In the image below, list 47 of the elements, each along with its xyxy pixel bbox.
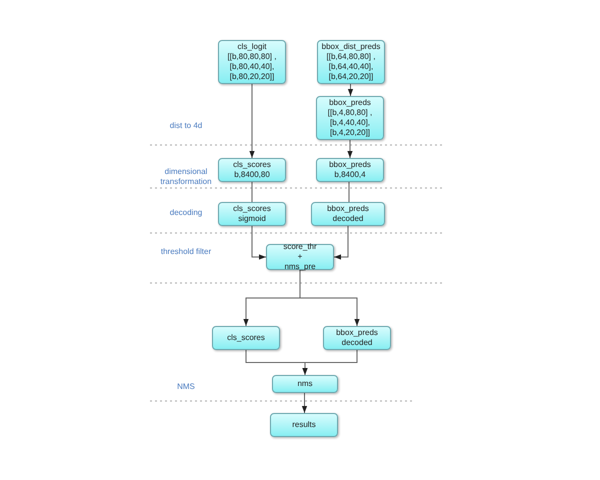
node-text: cls_scores	[233, 160, 271, 170]
node-text: sigmoid	[238, 214, 266, 224]
node-text: b,8400,4	[334, 170, 366, 180]
process-box	[212, 326, 280, 350]
arrow	[300, 270, 360, 326]
arrow	[252, 226, 266, 260]
process-box	[218, 202, 286, 226]
process-box	[270, 413, 338, 437]
arrow	[249, 84, 255, 158]
node-text: score_thr	[283, 242, 317, 252]
stage-label: dist to 4d	[168, 121, 204, 131]
node-text: nms_pre	[284, 262, 316, 272]
node-text: +	[298, 252, 302, 262]
node-text: nms	[297, 379, 313, 389]
process-box	[218, 40, 286, 84]
stage-label: decoding	[168, 208, 204, 218]
process-box	[266, 244, 334, 270]
process-box	[311, 202, 385, 226]
node-text: b,8400,80	[234, 170, 270, 180]
process-box	[316, 158, 384, 182]
stage-label: NMS	[176, 382, 196, 392]
node-text: results	[292, 420, 316, 430]
arrow	[347, 140, 353, 158]
node-text: bbox_preds	[327, 204, 369, 214]
node-text: bbox_preds	[329, 98, 371, 108]
process-box	[272, 375, 338, 393]
node-text: decoded	[342, 338, 372, 348]
node-text: cls_scores	[227, 333, 265, 343]
process-box	[316, 96, 384, 140]
arrow	[302, 392, 308, 414]
process-box	[218, 158, 286, 182]
arrow	[334, 226, 348, 260]
stage-label: dimensional transformation	[159, 167, 213, 187]
stage-label: threshold filter	[160, 247, 212, 257]
process-box	[323, 326, 391, 350]
node-text: [[b,4,80,80] , [b,4,40,40], [b,4,20,20]]	[326, 108, 374, 138]
node-text: bbox_preds	[329, 160, 371, 170]
node-text: cls_scores	[233, 204, 271, 214]
node-text: cls_logit	[238, 42, 266, 52]
node-text: [[b,80,80,80] , [b,80,40,40], [b,80,20,20]]	[226, 52, 278, 82]
node-text: decoded	[332, 214, 364, 224]
arrow	[348, 84, 354, 96]
arrow	[302, 350, 358, 376]
node-text: bbox_preds	[336, 328, 378, 338]
process-box	[317, 40, 385, 84]
node-text: bbox_dist_preds	[322, 42, 380, 52]
node-text: [[b,64,80,80] , [b,64,40,40], [b,64,20,20]]	[326, 52, 376, 82]
